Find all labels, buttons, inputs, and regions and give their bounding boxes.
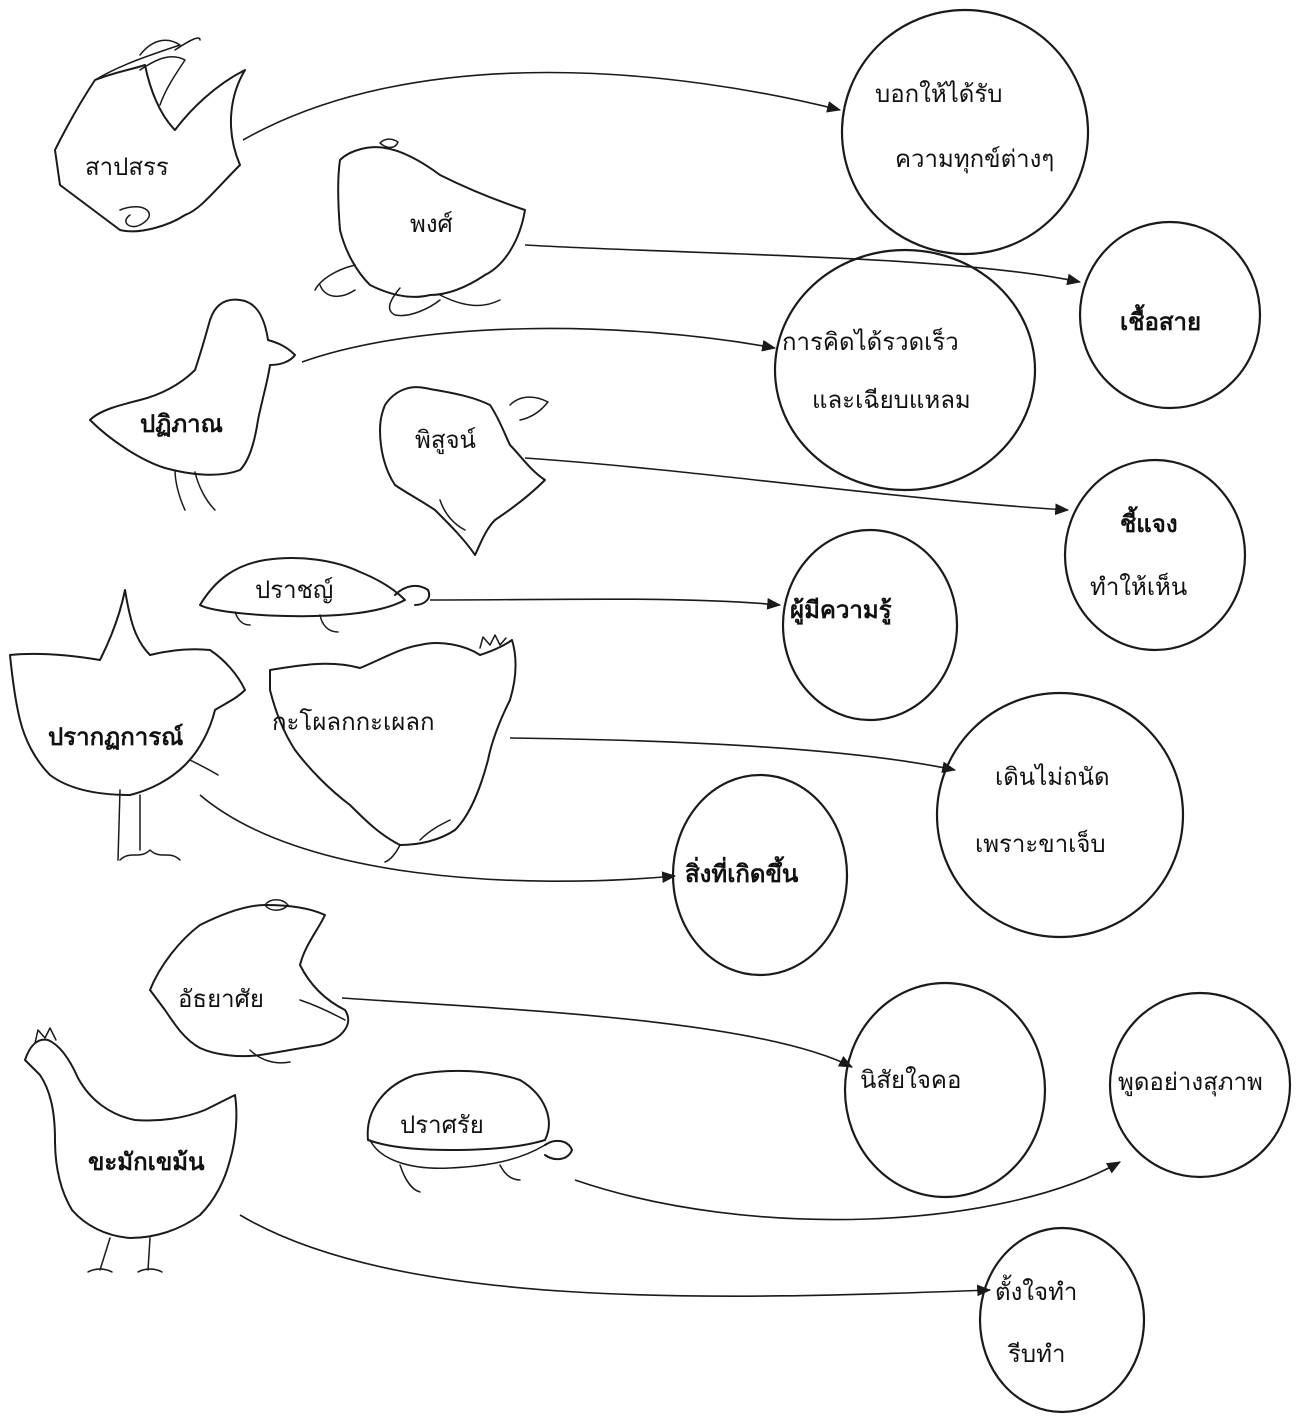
meaning-text: เชื้อสาย (1120, 303, 1201, 336)
arrow-4 (524, 457, 1070, 516)
meaning-text: ผู้มีความรู้ (790, 596, 892, 625)
arrow-3 (301, 327, 777, 363)
meaning-text: นิสัยใจคอ (860, 1066, 961, 1094)
hen-drawing-2 (24, 1027, 238, 1273)
turtle-drawing-2 (366, 1069, 573, 1193)
meaning-circle-2 (1078, 220, 1262, 410)
meaning-text: เพราะขาเจ็บ (975, 829, 1106, 858)
word-label: ปราศรัย (400, 1111, 484, 1139)
word-label: สาปสรร (85, 153, 169, 181)
arrow-6 (509, 737, 957, 774)
word-label: พงศ์ (410, 210, 453, 238)
meaning-text: รีบทำ (1007, 1340, 1066, 1368)
meaning-circle-1 (840, 8, 1090, 256)
word-label: ขะมักเขม้น (88, 1148, 205, 1176)
meaning-text: สิ่งที่เกิดขึ้น (685, 855, 799, 888)
word-label: อัธยาศัย (178, 985, 264, 1013)
bird-drawing (9, 589, 246, 861)
arrow-5 (429, 598, 782, 610)
meaning-circle-8 (843, 981, 1047, 1199)
arrow-10 (239, 1214, 992, 1297)
meaning-circle-4 (1063, 458, 1247, 652)
meaning-text: เดินไม่ถนัด (995, 763, 1110, 791)
arrow-9 (574, 1161, 1122, 1221)
meaning-text: การคิดได้รวดเร็ว (782, 327, 959, 356)
meaning-circle-9 (1108, 991, 1292, 1179)
fish-drawing-2 (379, 386, 549, 556)
meaning-circle-6 (935, 691, 1185, 939)
meaning-circle-10 (978, 1226, 1146, 1414)
word-label: ปราชญ์ (255, 576, 333, 604)
meaning-circle-5 (781, 528, 959, 722)
meaning-text: บอกให้ได้รับ (875, 80, 1003, 108)
arrow-7 (199, 794, 677, 883)
meaning-text: ตั้งใจทำ (995, 1274, 1077, 1306)
meaning-circle-3 (773, 248, 1037, 492)
arrow-2 (524, 244, 1082, 286)
word-label: ปฏิภาณ (140, 410, 223, 438)
duck-drawing (89, 298, 296, 511)
meaning-text: และเฉียบแหลม (812, 386, 971, 414)
word-label: กะโผลกกะเผลก (272, 708, 435, 736)
word-label: ปรากฏการณ์ (48, 723, 183, 751)
meaning-text: ความทุกข์ต่างๆ (895, 145, 1054, 174)
turtle-drawing-1 (199, 557, 431, 633)
meaning-text: ชี้แจง (1120, 505, 1178, 538)
frog-drawing-1 (314, 138, 526, 317)
hen-drawing-1 (269, 634, 517, 863)
meaning-text: ทำให้เห็น (1090, 572, 1187, 601)
arrow-8 (341, 997, 854, 1068)
meaning-text: พูดอย่างสุภาพ (1118, 1068, 1263, 1097)
word-label: พิสูจน์ (415, 426, 476, 455)
arrow-1 (242, 71, 842, 141)
frog-drawing-2 (149, 899, 350, 1064)
fish-drawing-1 (54, 37, 246, 233)
